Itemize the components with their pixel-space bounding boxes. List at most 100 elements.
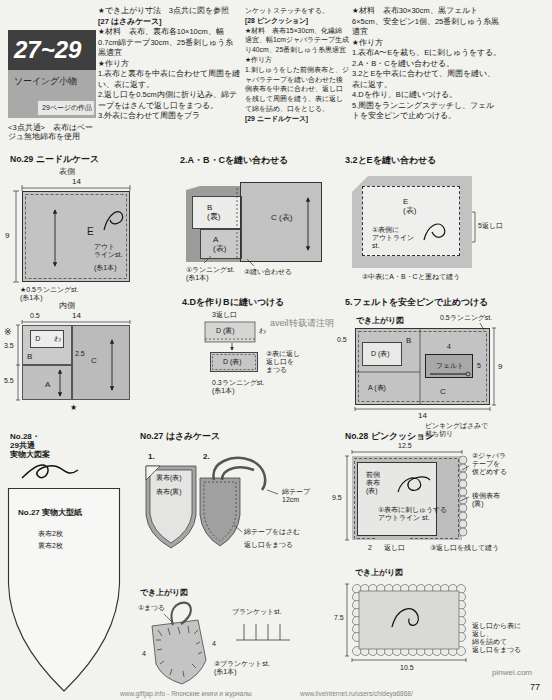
step2-figure: [186, 182, 322, 266]
dimension-label: 0.5: [337, 336, 347, 344]
node-label: C: [91, 356, 97, 365]
text-column: ンケットステッチをする。[28 ピンクッション]★材料 表布15×30cm、化繊…: [245, 6, 349, 124]
header-band: ソーイング小物27~2929ページの作品: [8, 30, 96, 118]
node-label: D: [35, 335, 40, 343]
instruction-text: ★でき上がり寸法 3点共に図を参照: [98, 6, 241, 17]
dimension-label: 9: [5, 231, 9, 240]
figure-title: No.28 ピンクッション: [345, 432, 434, 442]
node-label: D (表): [223, 358, 242, 366]
fold-mark: わ: [259, 327, 266, 335]
dimension-label: 5.5: [4, 377, 14, 385]
dimension-label: 14: [72, 177, 81, 186]
dimension-label: 3.5: [4, 342, 14, 350]
node-label: わ: [54, 335, 61, 343]
instruction-text: ★材料 表布、裏布各10×10cm、幅0.7cm綿テープ30cm、25番刺しゅう…: [98, 27, 241, 59]
stitch-note: 0.5ランニングst.: [440, 314, 492, 322]
stitch-note: (糸1本): [94, 264, 117, 272]
fabric-piece: B D わ: [22, 325, 72, 365]
dimension-label: 4: [447, 343, 451, 351]
part-label: B: [406, 336, 411, 345]
figure-title: No.28・29共通 実物大図案: [10, 432, 50, 460]
instruction-text: ★材料 表布15×30cm、化繊綿適宜、幅1cmジャバラテープ生成り40cm、2…: [245, 26, 349, 55]
node-heading: 内側: [59, 301, 75, 310]
instruction-text: 5.周囲をランニングステッチし、フェルトを安全ピンで止めつける。: [352, 101, 502, 122]
fabric-piece: B (裏): [192, 196, 242, 229]
node-heading: でき上がり図: [356, 316, 404, 325]
instruction-text: ★作り方: [245, 55, 349, 65]
mark-symbol: ※: [4, 327, 12, 337]
finished-case: でき上がり図D (表)フェルト: [355, 328, 490, 405]
text-column: ★材料 表布30×30cm、黒フェルト6×5cm、安全ピン1個、25番刺しゅう糸…: [352, 6, 502, 122]
node-heading: でき上がり図: [355, 568, 403, 577]
instruction-text: 1.表布A〜Eを裁ち、Eに刺しゅうをする。: [352, 48, 502, 59]
instruction-text: 1.刺しゅうをした前側表布と、ジャバラテープを縫い合わせた後側表布を中表に合わせ…: [245, 65, 349, 114]
pincushion-figure: [345, 450, 469, 662]
dimension-label: 2.5: [75, 350, 85, 358]
node-label: フェルト: [436, 362, 464, 370]
step-number: 2.: [203, 452, 210, 461]
part-label: 綿テープ 12cm: [282, 488, 310, 504]
fabric-piece: A: [22, 365, 72, 400]
node-label: 29ページの作品: [42, 104, 92, 112]
node-label: D (表): [371, 350, 390, 358]
part-label: 後側表布 (裏): [472, 492, 500, 508]
step-note: ①まつる: [138, 604, 165, 612]
instruction-text: 2.返し口を0.5cm内側に折り込み、綿テープをはさんで返し口をまつる。: [98, 90, 241, 111]
pattern-outline: [9, 489, 120, 692]
watermark: www.liveinternet.ru/users/chideya6868/: [300, 690, 413, 697]
node-label: 表布2枚: [38, 530, 63, 538]
fabric-piece: A (表): [200, 229, 242, 259]
node-label: No.27 実物大型紙: [18, 508, 82, 517]
part-label: 裏布(表): [156, 474, 182, 482]
dimension-label: 9: [498, 362, 502, 371]
step-title: 4.Dを作りBに縫いつける: [182, 297, 284, 307]
node-label: A (表): [213, 235, 226, 253]
dimension-label: 14: [72, 311, 81, 320]
pocket-piece: D (表): [210, 352, 258, 372]
step-note: ②中表にA・B・Cと重ねて縫う: [362, 273, 460, 281]
step-note: 返し口: [384, 544, 405, 552]
pattern-piece: No.27 実物大型紙表布2枚裏布2枚: [8, 488, 120, 692]
figure-title: No.27 はさみケース: [140, 432, 220, 442]
part-label: C: [440, 387, 446, 396]
watermark: aveil转载请注明: [270, 318, 334, 328]
instruction-text: 4.Dを作り、Bに縫いつける。: [352, 90, 502, 101]
step-note: ②表に返し 返し口を まつる: [266, 350, 300, 374]
section-heading: [27 はさみケース]: [98, 17, 241, 28]
node-label: B: [27, 352, 32, 361]
node-label: 前側 表布 (表): [366, 471, 380, 495]
instruction-text: 3.外表に合わせて周囲をブラ: [98, 111, 241, 122]
dimension-label: 14: [418, 411, 427, 420]
instruction-text: ンケットステッチをする。: [245, 6, 349, 16]
dimension-label: 12.5: [398, 442, 412, 450]
header-fills: [8, 30, 96, 118]
page-number: 77: [530, 682, 540, 692]
instruction-text: ★材料 表布30×30cm、黒フェルト6×5cm、安全ピン1個、25番刺しゅう糸…: [352, 6, 502, 38]
node-label: 27~29: [14, 36, 81, 64]
section-heading: [28 ピンクッション]: [245, 16, 349, 26]
step-note: 綿テープをはさむ: [244, 528, 300, 536]
step4-figure: [205, 322, 258, 372]
stitch-note: ②ブランケットst. (糸1本): [214, 660, 270, 676]
step-note: 返し口から表に 返し、綿を詰めて 返し口をまつる: [472, 622, 521, 654]
step-note: ①表側に アウトライン st.: [372, 226, 414, 250]
felt-piece: フェルト: [425, 354, 473, 378]
note-text: <3点共通> 表布はベージュ無地綿布を使用: [8, 124, 96, 141]
watermark: www.giftjap.info - Японские книги и журн…: [120, 690, 252, 697]
instruction-text: 2.A・B・Cを縫い合わせる。: [352, 59, 502, 70]
node-label: 裏布2枚: [38, 542, 63, 550]
fabric-piece: C (表): [240, 182, 322, 262]
instruction-text: ★作り方: [352, 38, 502, 49]
section-heading: [29 ニードルケース]: [245, 114, 349, 124]
step-note: 5返し口: [478, 222, 503, 230]
dimension-label: 7.5: [334, 614, 344, 622]
step-note: ②ジャバラ テープを 仮どめする: [472, 452, 507, 476]
watermark: pinwei.com: [492, 668, 532, 677]
shield-outline: [8, 488, 120, 692]
step-note: 返し口をまつる: [244, 541, 293, 549]
pocket-piece: D (表): [362, 342, 402, 366]
embroidery-motif: [22, 465, 78, 478]
figure-title: No.29 ニードルケース: [10, 155, 99, 165]
step5-figure: [355, 323, 496, 411]
